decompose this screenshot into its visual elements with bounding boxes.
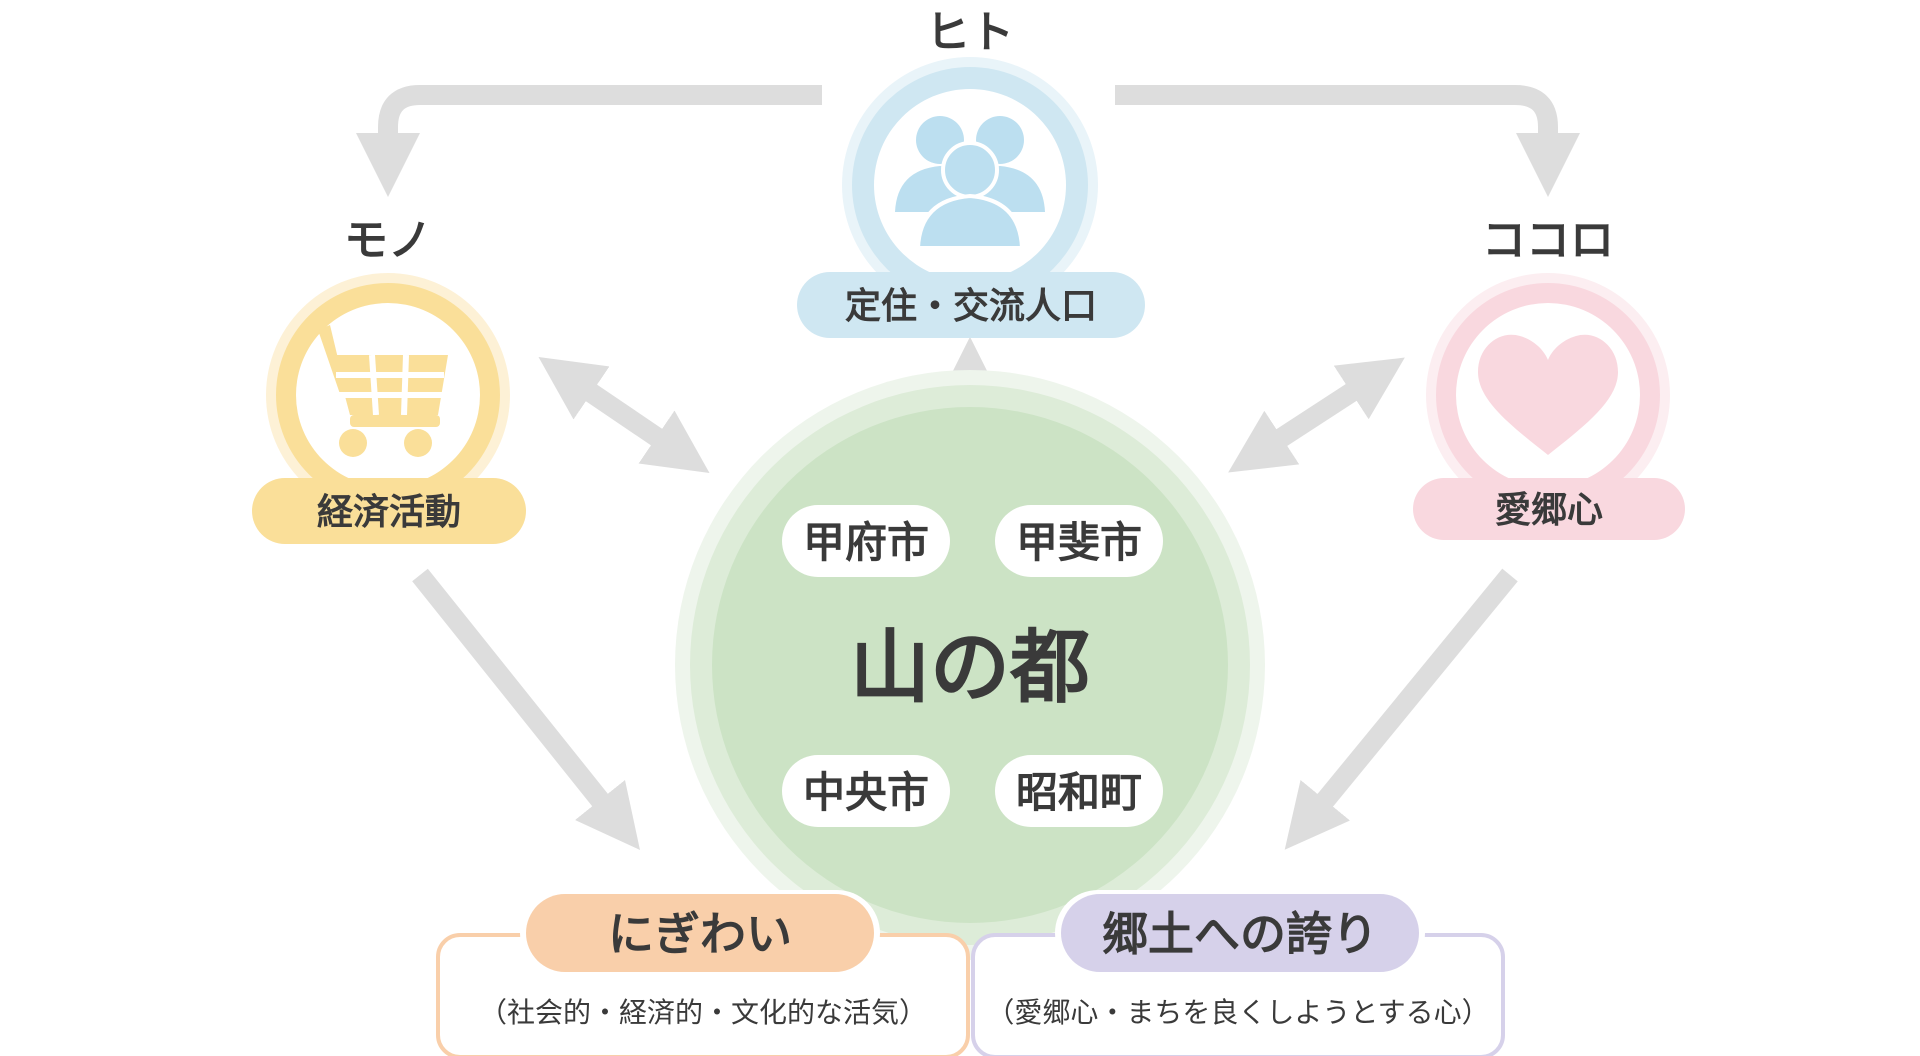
arrow-mono-to-nigiwai (412, 568, 640, 850)
node-heading: モノ (344, 215, 432, 266)
arrow-kokoro-to-hokori (1284, 568, 1518, 850)
city-label: 甲府市 (803, 518, 929, 567)
arrows (355, 85, 1581, 850)
arrow-hito-to-mono (355, 85, 822, 198)
arrow-kokoro-center (1228, 357, 1405, 473)
outcome-title: にぎわい (608, 907, 792, 961)
center-title: 山の都 (850, 621, 1090, 714)
heart-icon (1478, 334, 1618, 455)
shopping-cart-icon (318, 325, 448, 457)
center-circle: 山の都 甲府市 甲斐市 中央市 昭和町 (675, 370, 1265, 960)
outcome-hokori: 郷土への誇り （愛郷心・まちを良くしようとする心） (971, 890, 1505, 1056)
node-hito: ヒト 定住・交流人口 (797, 7, 1145, 338)
people-icon (895, 116, 1045, 250)
node-label: 定住・交流人口 (845, 285, 1097, 327)
node-mono: モノ 経済活動 (252, 215, 526, 544)
outcome-title: 郷土への誇り (1102, 907, 1378, 961)
node-heading: ココロ (1482, 215, 1614, 266)
arrow-hito-to-kokoro (1115, 85, 1581, 198)
city-label: 甲斐市 (1016, 518, 1142, 567)
node-heading: ヒト (926, 7, 1014, 58)
node-kokoro: ココロ 愛郷心 (1413, 215, 1685, 540)
node-label: 経済活動 (317, 492, 461, 533)
node-label: 愛郷心 (1495, 490, 1603, 531)
city-label: 昭和町 (1016, 768, 1142, 817)
outcome-description: （社会的・経済的・文化的な活気） (479, 996, 927, 1029)
arrow-mono-center (538, 357, 710, 473)
city-label: 中央市 (803, 768, 929, 817)
outcome-nigiwai: にぎわい （社会的・経済的・文化的な活気） (436, 890, 970, 1056)
outcome-description: （愛郷心・まちを良くしようとする心） (986, 996, 1489, 1029)
